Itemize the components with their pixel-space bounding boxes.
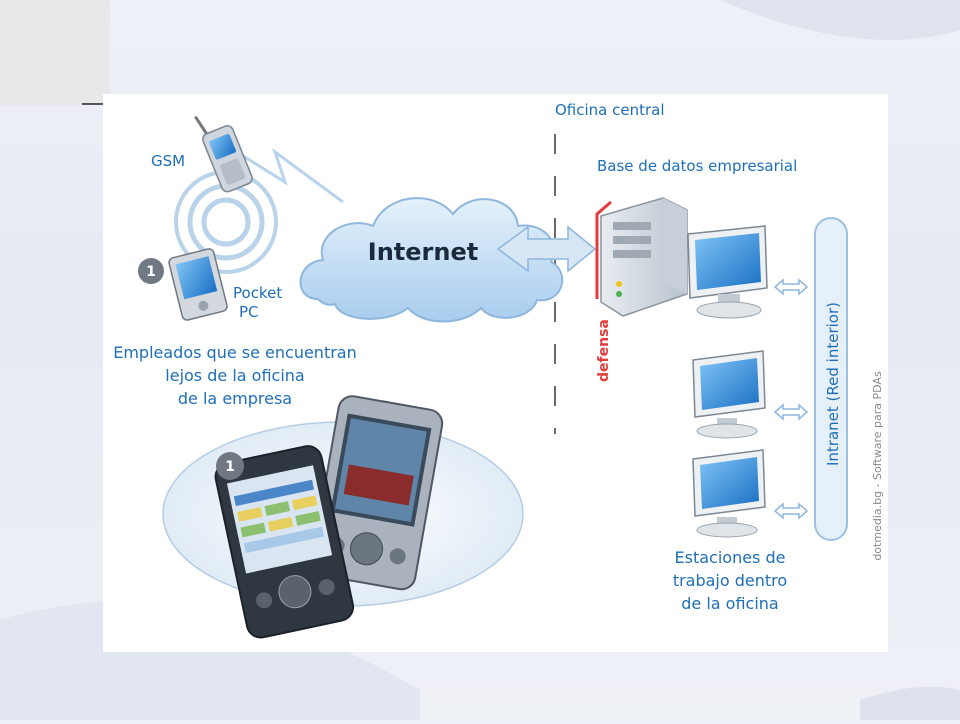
workstations-caption-line2: trabajo dentro bbox=[673, 571, 787, 590]
workstations-caption-line1: Estaciones de bbox=[675, 548, 786, 567]
intranet-bar: Intranet (Red interior) bbox=[814, 217, 848, 541]
internet-office-arrow bbox=[496, 225, 597, 273]
workstation1-intranet-arrow bbox=[773, 403, 809, 421]
gsm-label: GSM bbox=[151, 152, 185, 170]
firewall-icon: defensa bbox=[595, 200, 612, 382]
slide-corner-line bbox=[82, 103, 112, 105]
remote-caption-line1: Empleados que se encuentran bbox=[113, 343, 357, 362]
pocket-label-line2: PC bbox=[239, 303, 259, 321]
svg-text:1: 1 bbox=[146, 264, 156, 280]
intranet-arrows bbox=[773, 278, 809, 520]
remote-caption-line3: de la empresa bbox=[178, 389, 292, 408]
pocket-pc-icon bbox=[168, 248, 228, 321]
badge-pda-group: 1 bbox=[216, 452, 244, 480]
workstation-1-icon bbox=[692, 350, 766, 439]
server-icon bbox=[600, 197, 688, 317]
pda-large-left-icon bbox=[214, 445, 355, 639]
pda-large-right-icon bbox=[310, 395, 444, 591]
watermark-text: dotmedia.bg - Software para PDAs bbox=[871, 371, 884, 561]
pocket-label-line1: Pocket bbox=[233, 284, 282, 302]
office-header: Oficina central bbox=[555, 101, 665, 119]
firewall-label: defensa bbox=[596, 319, 612, 382]
network-diagram-panel: Oficina central GSM 1 Pocket PC bbox=[103, 94, 888, 652]
wireless-link-icon bbox=[242, 147, 344, 204]
slide-corner-bar bbox=[0, 0, 110, 105]
workstation2-intranet-arrow bbox=[773, 502, 809, 520]
workstation-2-icon bbox=[692, 449, 766, 538]
workstations-caption-line3: de la oficina bbox=[681, 594, 778, 613]
badge-remote: 1 bbox=[138, 258, 164, 284]
server-intranet-arrow bbox=[773, 278, 809, 296]
server-monitor-icon bbox=[687, 225, 768, 319]
remote-employees-caption: Empleados que se encuentran lejos de la … bbox=[113, 343, 357, 408]
intranet-label: Intranet (Red interior) bbox=[824, 302, 842, 466]
svg-text:1: 1 bbox=[225, 459, 235, 475]
mobile-phone-icon bbox=[194, 115, 253, 193]
network-diagram: Oficina central GSM 1 Pocket PC bbox=[113, 101, 884, 639]
workstations-caption: Estaciones de trabajo dentro de la ofici… bbox=[673, 548, 787, 613]
internet-label: Internet bbox=[368, 238, 478, 266]
database-label: Base de datos empresarial bbox=[597, 157, 797, 175]
remote-caption-line2: lejos de la oficina bbox=[165, 366, 304, 385]
